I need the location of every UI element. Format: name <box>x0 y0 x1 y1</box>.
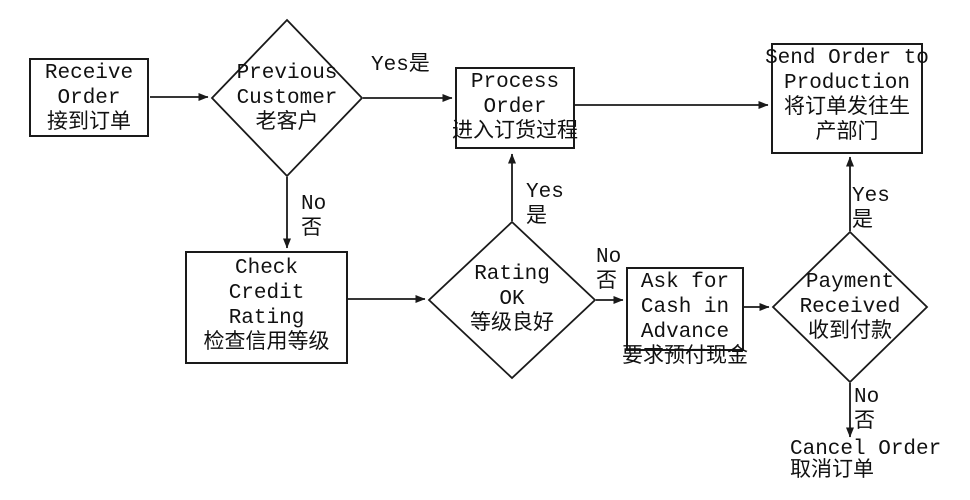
edge-label-previous-customer-no: No 否 <box>301 192 326 242</box>
payment-received-diamond <box>771 230 929 384</box>
text-line: 将订单发往生 <box>784 97 910 120</box>
text-line: 等级良好 <box>470 313 554 336</box>
edge-label-payment-received-no: No 否 <box>854 385 879 435</box>
text-line: 取消订单 <box>790 460 874 483</box>
text-line: Process <box>470 71 560 94</box>
text-line: No <box>301 193 327 216</box>
text-line: 要求预付现金 <box>622 346 748 369</box>
text-line: Payment <box>805 271 895 294</box>
previous-customer-label: Previous Customer 老客户 <box>197 61 377 136</box>
check-credit-rating-box <box>185 251 348 364</box>
process-order-label: Process Order 进入订货过程 <box>416 70 614 145</box>
edge-label-rating-ok-no: No 否 <box>596 245 621 295</box>
rating-ok-label: Rating OK 等级良好 <box>422 262 602 337</box>
edge-label-payment-received-yes: Yes 是 <box>852 184 890 234</box>
text-line: 否 <box>854 411 875 434</box>
text-line: 检查信用等级 <box>203 332 330 355</box>
payment-received-label: Payment Received 收到付款 <box>760 270 940 345</box>
ask-for-cash-in-advance-box <box>626 267 744 351</box>
text-line: Production <box>783 72 911 95</box>
text-line: Rating <box>474 263 550 286</box>
text-line: Customer <box>236 87 338 110</box>
edge-label-rating-ok-yes: Yes 是 <box>526 180 564 230</box>
text-line: Yes <box>852 185 890 208</box>
text-line: 是 <box>852 210 873 233</box>
text-line: Previous <box>236 62 338 85</box>
text-line: 是 <box>526 206 547 229</box>
edge-label-previous-customer-yes: Yes是 <box>371 53 430 78</box>
text-line: No <box>854 386 880 409</box>
text-line: Cash in <box>640 296 730 319</box>
send-order-to-production-box <box>771 43 923 154</box>
text-line: Rating <box>228 307 305 330</box>
ask-for-cash-in-advance-label: Ask for Cash in Advance 要求预付现金 <box>585 270 785 370</box>
previous-customer-diamond <box>210 18 364 178</box>
text-line: No <box>596 246 622 269</box>
text-line: Advance <box>640 321 730 344</box>
text-line: Yes是 <box>371 54 430 77</box>
text-line: Send Order to <box>765 47 929 70</box>
text-line: Receive <box>44 62 134 85</box>
receive-order-box <box>29 58 149 137</box>
receive-order-label: Receive Order 接到订单 <box>0 61 178 136</box>
text-line: Received <box>799 296 901 319</box>
text-line: 产部门 <box>815 122 879 145</box>
check-credit-rating-label: Check Credit Rating 检查信用等级 <box>186 256 347 356</box>
text-line: Ask for <box>640 271 730 294</box>
text-line: Credit <box>228 282 305 305</box>
cancel-order-label: Cancel Order 取消订单 <box>790 439 941 483</box>
text-line: Yes <box>526 181 564 204</box>
send-order-to-production-label: Send Order to Production 将订单发往生 产部门 <box>747 46 947 146</box>
rating-ok-diamond <box>427 220 597 380</box>
process-order-box <box>455 67 575 149</box>
text-line: 进入订货过程 <box>452 121 578 144</box>
text-line: 接到订单 <box>47 112 131 135</box>
text-line: 否 <box>301 218 322 241</box>
text-line: 老客户 <box>255 112 319 135</box>
text-line: 收到付款 <box>808 321 892 344</box>
text-line: 否 <box>596 271 617 294</box>
text-line: Check <box>234 257 298 280</box>
text-line: Order <box>483 96 547 119</box>
text-line: OK <box>499 288 525 311</box>
text-line: Order <box>57 87 121 110</box>
text-line: Cancel Order <box>790 438 942 461</box>
